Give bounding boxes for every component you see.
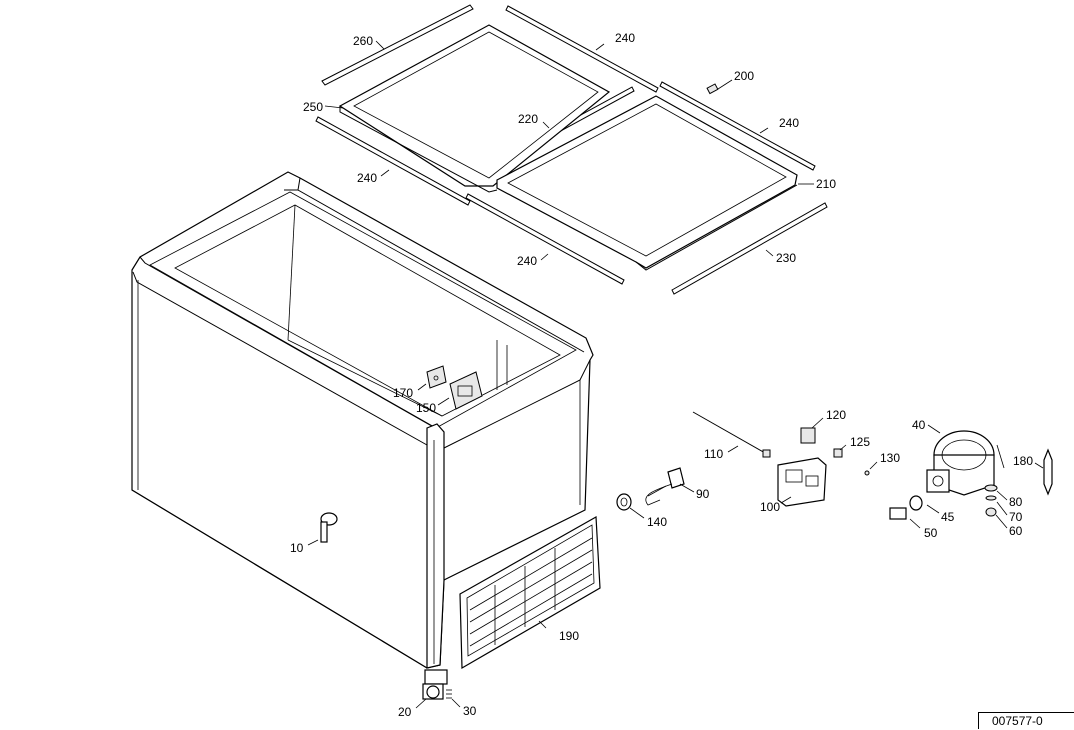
callout-45: 45	[941, 510, 955, 524]
lid-rod-240-bottom	[465, 193, 625, 285]
callout-190: 190	[559, 629, 579, 643]
grommet-80	[984, 484, 998, 492]
callout-60: 60	[1009, 524, 1023, 538]
thermostat-150	[449, 371, 483, 410]
callout-170: 170	[393, 386, 413, 400]
glass-lid-right	[496, 95, 798, 271]
callout-200: 200	[734, 69, 754, 83]
callout-240-right: 240	[779, 116, 799, 130]
callout-220: 220	[518, 112, 538, 126]
drawing-number: 007577-0	[978, 712, 1074, 729]
callout-125: 125	[850, 435, 870, 449]
callout-250: 250	[303, 100, 323, 114]
callout-260: 260	[353, 34, 373, 48]
bracket-100	[777, 457, 827, 507]
screw-130	[864, 470, 870, 476]
lid-rod-240-top	[505, 5, 659, 93]
caster-20	[422, 669, 448, 700]
lid-rod-230	[671, 202, 828, 295]
freezer-cabinet	[131, 171, 594, 669]
callout-30: 30	[463, 704, 477, 718]
clip-60	[985, 507, 997, 517]
callout-240-left: 240	[357, 171, 377, 185]
overload-50	[889, 495, 923, 520]
switch-120	[800, 427, 816, 444]
callout-230: 230	[776, 251, 796, 265]
lid-rod-260	[321, 4, 474, 86]
callout-10: 10	[290, 541, 304, 555]
ventilation-grille-190	[459, 516, 601, 670]
callout-70: 70	[1009, 510, 1023, 524]
washer-70	[985, 495, 997, 501]
callout-90: 90	[696, 487, 710, 501]
callout-150: 150	[416, 401, 436, 415]
lock-handle-10	[320, 512, 338, 543]
leader-lines	[307, 40, 1044, 709]
callout-20: 20	[398, 705, 412, 719]
end-cap-200	[706, 83, 719, 95]
callout-50: 50	[924, 526, 938, 540]
callout-130: 130	[880, 451, 900, 465]
callout-210: 210	[816, 177, 836, 191]
callout-100: 100	[760, 500, 780, 514]
callout-180: 180	[1013, 454, 1033, 468]
strain-relief-140	[616, 493, 632, 511]
filter-drier-180	[1043, 448, 1053, 496]
lamp-125	[833, 448, 843, 458]
spring-30	[446, 689, 452, 699]
callout-40: 40	[912, 418, 926, 432]
relay-45	[926, 469, 950, 493]
thermostat-probe-110	[692, 411, 771, 458]
knob-170	[426, 365, 447, 389]
glass-lid-left	[338, 24, 611, 193]
lid-rod-240-left	[315, 116, 471, 206]
callout-110: 110	[704, 447, 723, 461]
callout-120: 120	[826, 408, 846, 422]
callout-80: 80	[1009, 495, 1023, 509]
callout-240-bottom: 240	[517, 254, 537, 268]
callout-140: 140	[647, 515, 667, 529]
lid-rod-240-right	[659, 81, 816, 171]
callout-240-top: 240	[615, 31, 635, 45]
power-cord-90	[645, 467, 685, 506]
